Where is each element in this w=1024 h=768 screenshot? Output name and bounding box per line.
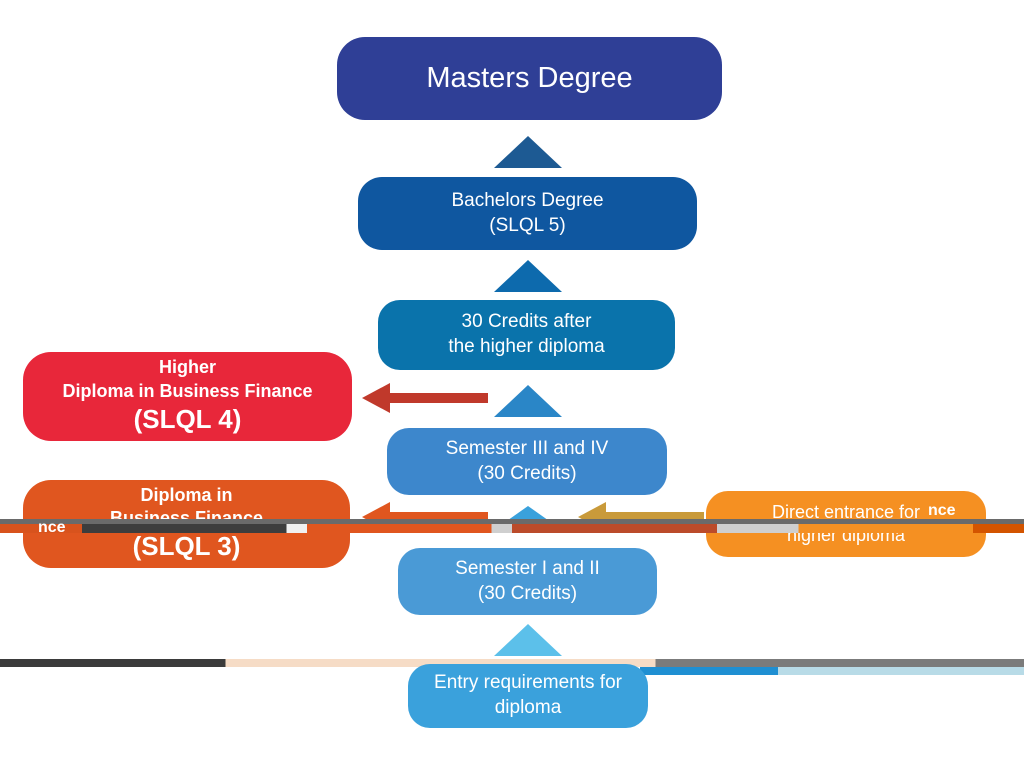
diploma-level: (SLQL 3) (132, 531, 241, 562)
semester-3-4-label: Semester III and IV (445, 437, 609, 459)
masters-degree-label: Masters Degree (426, 61, 633, 94)
up-arrow-3 (494, 385, 562, 417)
bachelors-degree-label: Bachelors Degree (451, 189, 604, 211)
higher-diploma-node: Higher Diploma in Business Finance (SLQL… (23, 352, 352, 441)
higher-diploma-line1: Higher (158, 357, 216, 378)
render-glitch-band-mid (0, 519, 1024, 524)
arrow-to-higher-diploma (362, 383, 488, 413)
up-arrow-1 (494, 136, 562, 168)
credits-label-line2: the higher diploma (448, 336, 605, 357)
semester-1-2-label: Semester I and II (455, 557, 600, 579)
direct-entrance-line1: Direct entrance for (771, 501, 921, 522)
masters-degree-node: Masters Degree (337, 37, 722, 120)
entry-requirements-line1: Entry requirements for (434, 672, 622, 694)
glitch-right-text: nce (928, 502, 956, 519)
glitch-left-text: nce (38, 519, 66, 536)
bachelors-degree-level: (SLQL 5) (489, 214, 566, 236)
bachelors-degree-node: Bachelors Degree (SLQL 5) (358, 177, 697, 250)
up-arrow-5 (494, 624, 562, 656)
diploma-line1: Diploma in (140, 484, 233, 505)
credits-after-higher-diploma-node: 30 Credits after the higher diploma (378, 300, 675, 370)
semester-3-4-node: Semester III and IV (30 Credits) (387, 428, 667, 495)
semester-1-2-node: Semester I and II (30 Credits) (398, 548, 657, 615)
semester-1-2-credits: (30 Credits) (477, 582, 578, 604)
render-glitch-label-left: nce (38, 519, 66, 537)
render-glitch-label-right: nce (928, 502, 956, 520)
entry-requirements-node: Entry requirements for diploma (408, 664, 648, 728)
entry-requirements-line2: diploma (494, 697, 562, 718)
render-glitch-band-mid-2 (0, 524, 1024, 533)
up-arrow-2 (494, 260, 562, 292)
semester-3-4-credits: (30 Credits) (477, 462, 577, 484)
higher-diploma-line2: Diploma in Business Finance (62, 380, 313, 401)
higher-diploma-level: (SLQL 4) (133, 403, 242, 434)
render-glitch-band-bottom-2 (640, 667, 1024, 675)
credits-label-line1: 30 Credits after (461, 311, 592, 333)
render-glitch-band-bottom (0, 659, 1024, 667)
